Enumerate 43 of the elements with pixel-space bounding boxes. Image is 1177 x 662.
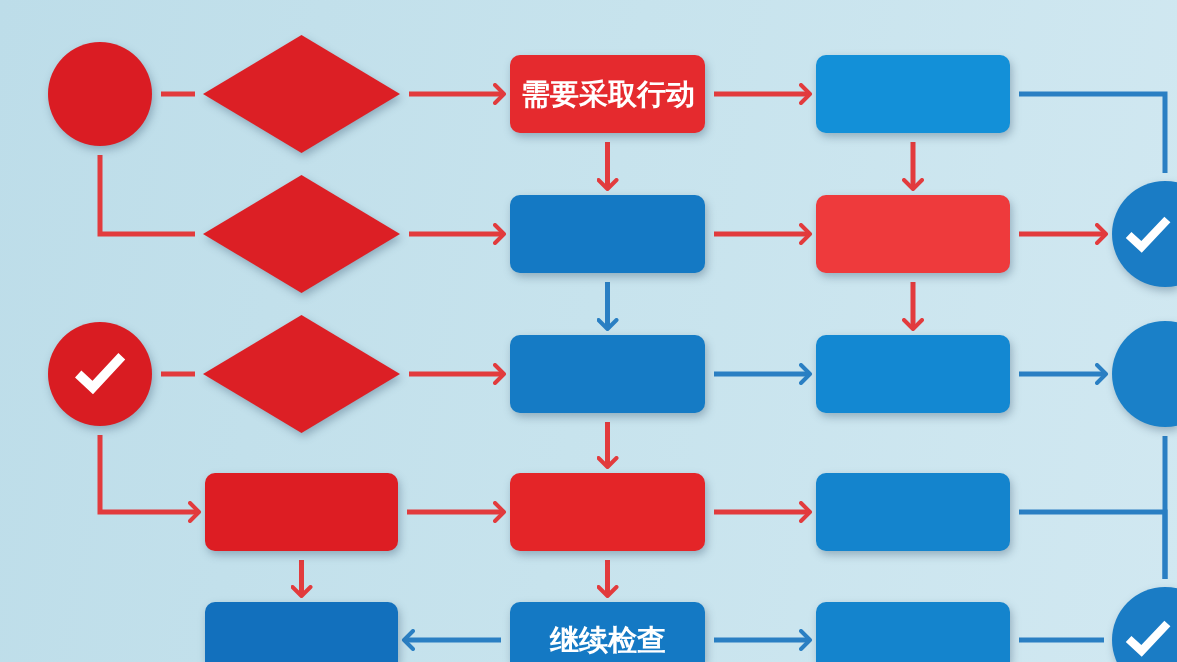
arrow — [902, 282, 924, 331]
connector-line — [161, 371, 195, 377]
arrow — [596, 142, 619, 191]
process-box — [205, 473, 398, 551]
process-box: 继续检查 — [510, 602, 705, 662]
decision-diamond — [203, 315, 400, 433]
arrow — [1019, 363, 1108, 385]
process-box — [510, 195, 705, 273]
arrow — [714, 363, 812, 385]
process-box — [816, 602, 1010, 662]
decision-diamond — [203, 175, 400, 293]
process-box — [816, 195, 1010, 273]
connector-line — [97, 155, 195, 237]
connector-line — [1019, 509, 1168, 579]
arrow — [714, 501, 812, 523]
process-box — [510, 473, 705, 551]
arrow — [596, 422, 619, 469]
process-box: 需要采取行动 — [510, 55, 705, 133]
arrow — [714, 83, 812, 105]
arrow — [902, 142, 924, 191]
decision-diamond — [203, 35, 400, 153]
arrow — [596, 560, 619, 598]
arrow — [402, 629, 501, 651]
arrow — [714, 223, 812, 245]
process-box — [816, 335, 1010, 413]
connector-line — [161, 91, 195, 97]
arrow — [596, 282, 619, 331]
connector-line — [1019, 91, 1168, 173]
arrow — [97, 435, 201, 523]
circle-node — [48, 42, 152, 146]
process-box — [510, 335, 705, 413]
arrow — [290, 560, 313, 598]
arrow — [409, 223, 506, 245]
arrow — [409, 83, 506, 105]
arrow — [407, 501, 506, 523]
arrow — [714, 629, 812, 651]
connector-line — [1019, 637, 1104, 643]
process-box — [205, 602, 398, 662]
process-box — [816, 55, 1010, 133]
circle-node — [48, 322, 152, 426]
arrow — [409, 363, 506, 385]
arrow — [1019, 223, 1108, 245]
process-box — [816, 473, 1010, 551]
